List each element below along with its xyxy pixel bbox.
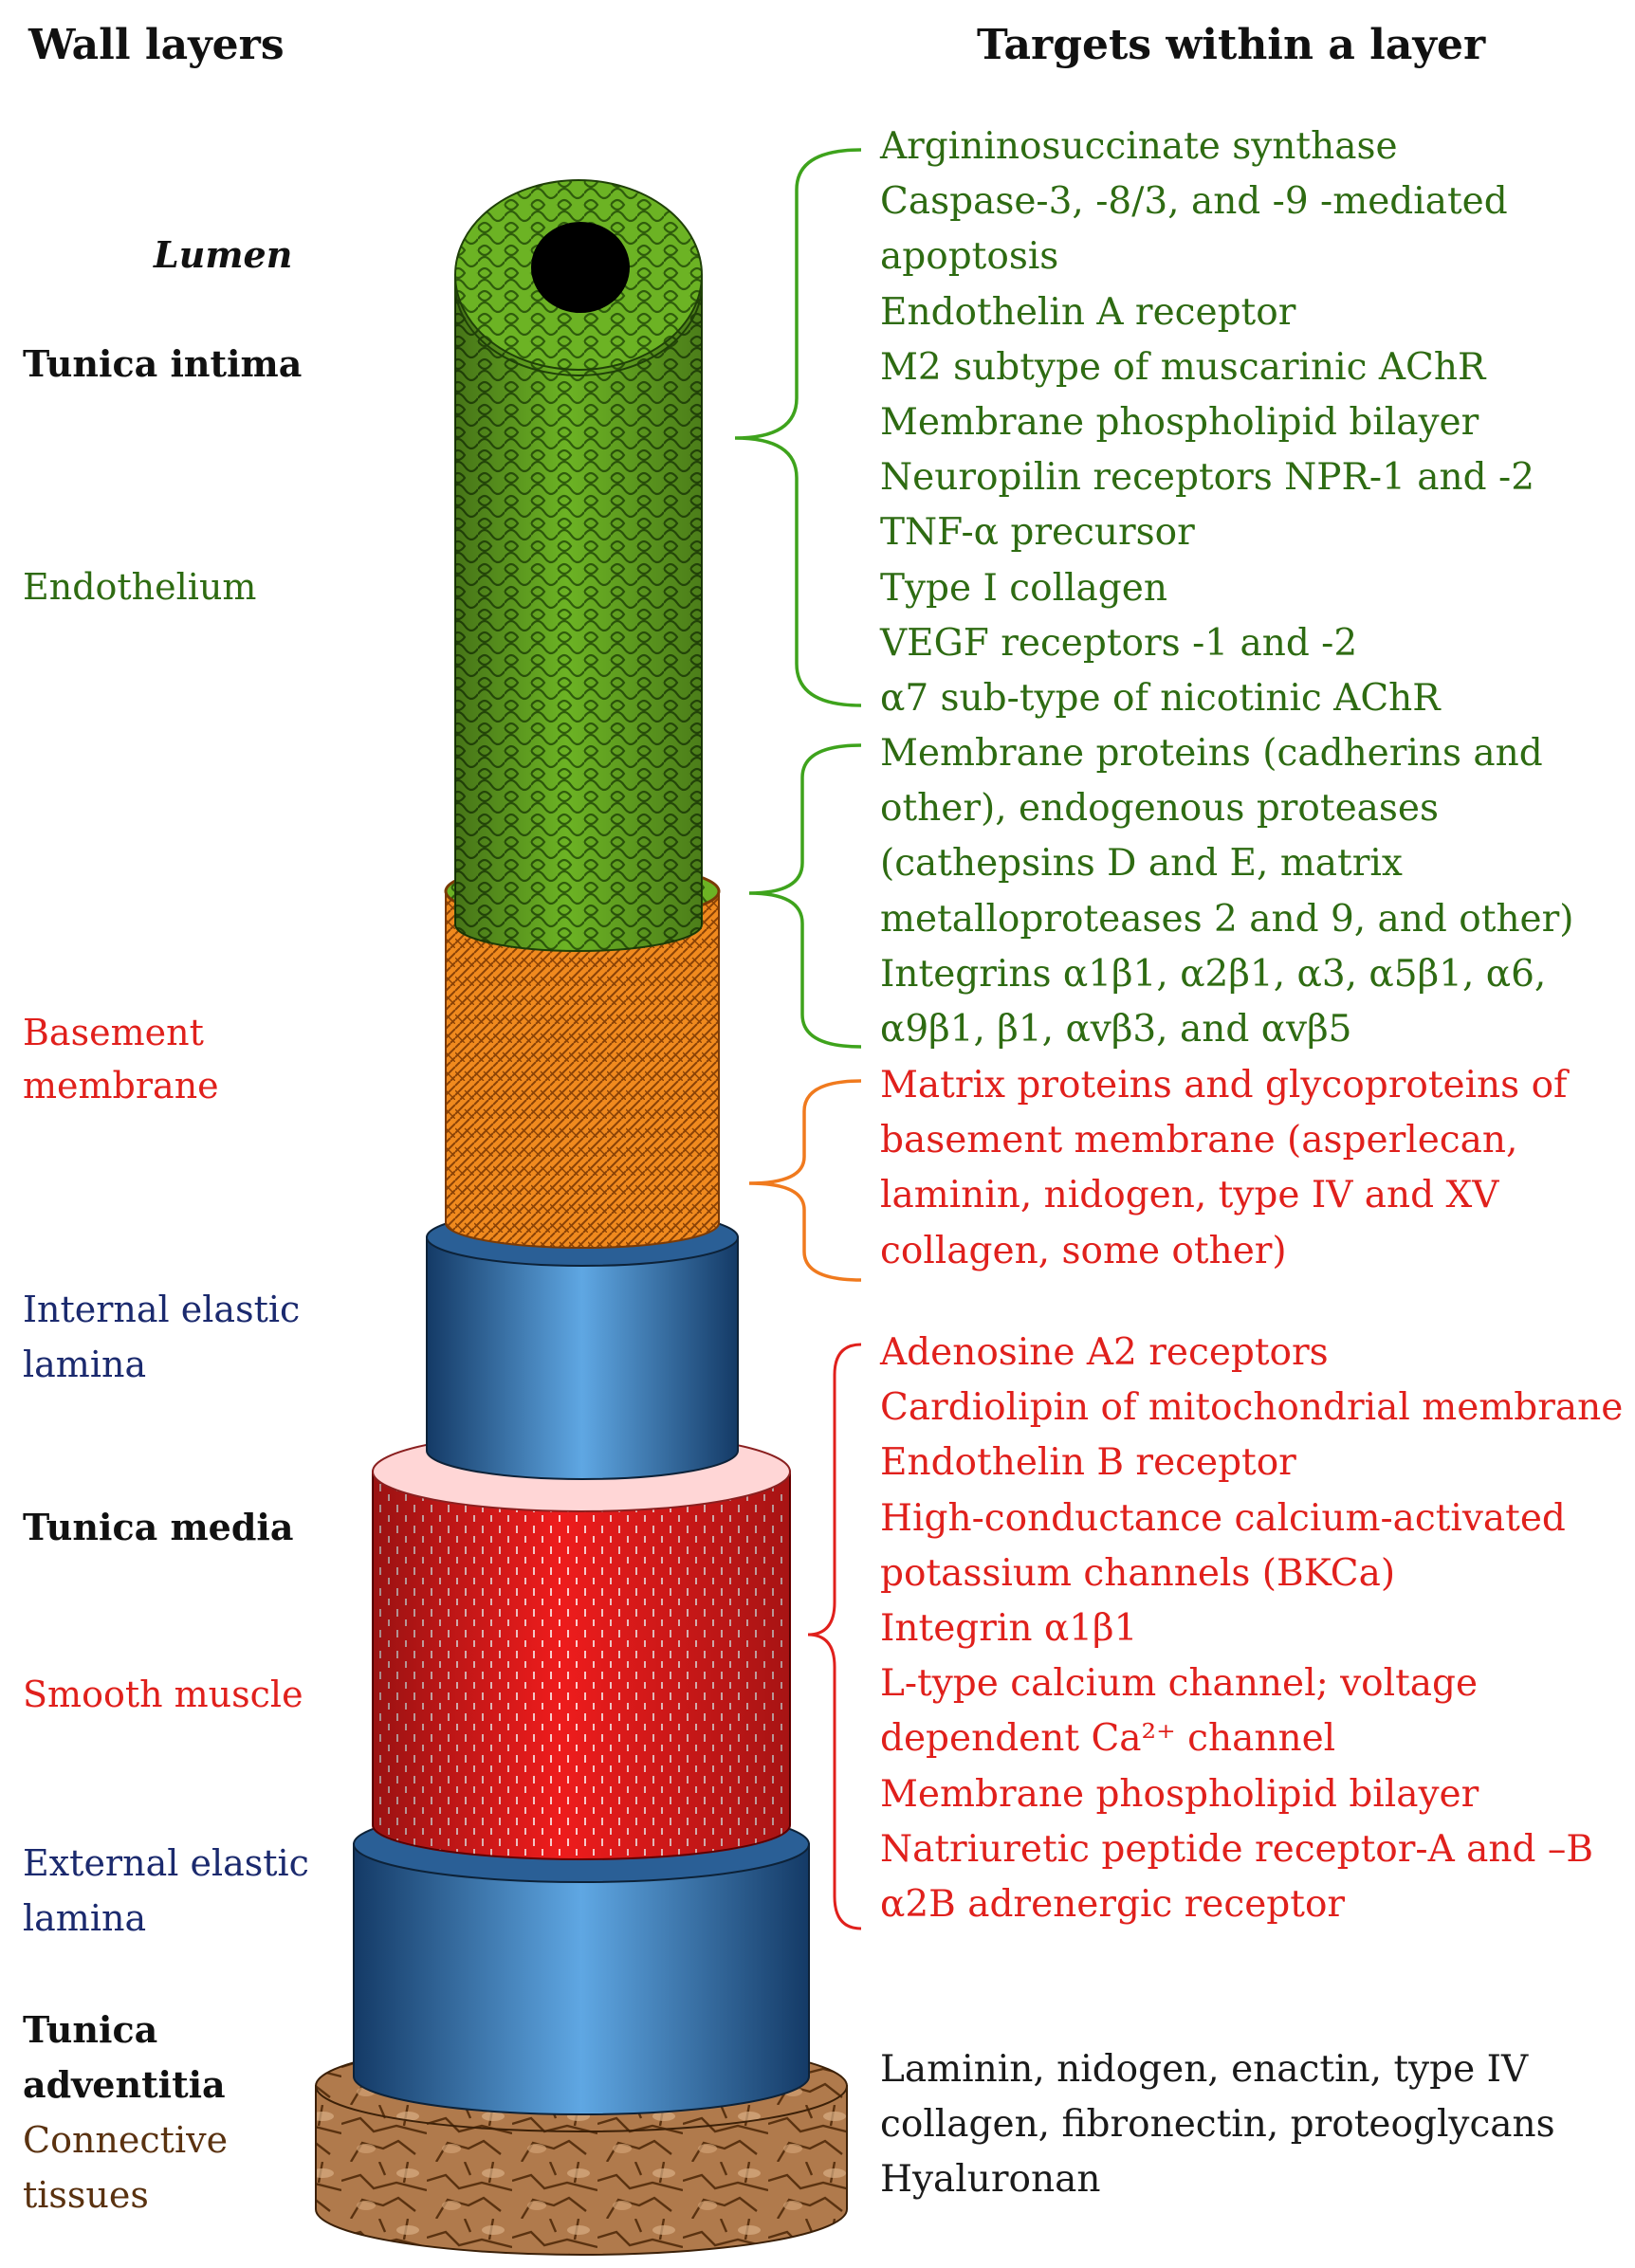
target-item: apoptosis — [880, 235, 1059, 279]
target-item: Type I collagen — [880, 566, 1167, 610]
basement-membrane-label-1: Basement — [23, 1012, 204, 1053]
external-elastic-label-2: lamina — [23, 1897, 147, 1939]
junction-targets: Membrane proteins (cadherins and other), … — [880, 726, 1574, 1057]
target-item: metalloproteases 2 and 9, and other) — [880, 897, 1574, 941]
connective-label-1: Connective — [23, 2119, 229, 2161]
junction-brace — [748, 743, 862, 1049]
external-elastic-label-1: External elastic — [23, 1842, 309, 1884]
tunica-media-label: Tunica media — [23, 1506, 294, 1548]
target-item: dependent Ca²⁺ channel — [880, 1717, 1336, 1761]
tunica-intima-label: Tunica intima — [23, 342, 303, 385]
target-item: α2B adrenergic receptor — [880, 1883, 1346, 1927]
target-item: M2 subtype of muscarinic AChR — [880, 345, 1486, 389]
target-item: VEGF receptors -1 and -2 — [880, 621, 1358, 665]
target-item: Hyaluronan — [880, 2158, 1101, 2202]
target-item: Natriuretic peptide receptor-A and –B — [880, 1827, 1594, 1871]
adventitia-targets: Laminin, nidogen, enactin, type IV collag… — [880, 2042, 1555, 2208]
wall-layers-header: Wall layers — [28, 21, 285, 69]
target-item: Membrane proteins (cadherins and — [880, 732, 1543, 775]
connective-label-2: tissues — [23, 2174, 149, 2216]
target-item: Cardiolipin of mitochondrial membrane — [880, 1386, 1624, 1430]
target-item: TNF-α precursor — [880, 511, 1195, 555]
basement-brace — [748, 1079, 862, 1282]
target-item: collagen, fibronectin, proteoglycans — [880, 2103, 1555, 2147]
basement-membrane-label-2: membrane — [23, 1065, 219, 1107]
smooth-muscle-layer — [372, 1431, 791, 1860]
basement-targets: Matrix proteins and glycoproteins of base… — [880, 1058, 1568, 1279]
target-item: collagen, some other) — [880, 1229, 1287, 1272]
endothelium-label: Endothelium — [23, 566, 257, 608]
lumen-label: Lumen — [154, 233, 293, 276]
target-item: Caspase-3, -8/3, and -9 -mediated — [880, 180, 1508, 224]
target-item: basement membrane (asperlecan, — [880, 1119, 1518, 1162]
targets-header: Targets within a layer — [977, 21, 1486, 69]
endothelium-layer — [454, 179, 703, 952]
target-item: potassium channels (BKCa) — [880, 1551, 1396, 1595]
target-item: Membrane phospholipid bilayer — [880, 1772, 1479, 1816]
lumen-opening — [531, 222, 630, 313]
media-brace — [807, 1343, 862, 1930]
target-item: Argininosuccinate synthase — [880, 125, 1398, 168]
target-item: α7 sub-type of nicotinic AChR — [880, 677, 1441, 721]
target-item: Membrane phospholipid bilayer — [880, 401, 1479, 445]
internal-elastic-label-2: lamina — [23, 1344, 147, 1385]
target-item: (cathepsins D and E, matrix — [880, 842, 1403, 886]
target-item: α9β1, β1, αvβ3, and αvβ5 — [880, 1008, 1352, 1052]
target-item: Endothelin B receptor — [880, 1441, 1296, 1485]
internal-elastic-label-1: Internal elastic — [23, 1289, 301, 1330]
target-item: Endothelin A receptor — [880, 290, 1296, 334]
endothelium-brace — [734, 148, 862, 707]
target-item: laminin, nidogen, type IV and XV — [880, 1174, 1499, 1217]
target-item: Integrins α1β1, α2β1, α3, α5β1, α6, — [880, 952, 1547, 996]
target-item: other), endogenous proteases — [880, 787, 1440, 831]
internal-elastic-layer — [426, 1208, 739, 1480]
target-item: Neuropilin receptors NPR-1 and -2 — [880, 456, 1535, 500]
target-item: Laminin, nidogen, enactin, type IV — [880, 2048, 1529, 2091]
target-item: Matrix proteins and glycoproteins of — [880, 1064, 1568, 1107]
target-item: High-conductance calcium-activated — [880, 1496, 1566, 1540]
smooth-muscle-label: Smooth muscle — [23, 1674, 303, 1715]
target-item: Integrin α1β1 — [880, 1607, 1138, 1651]
tunica-adventitia-label-1: Tunica — [23, 2008, 158, 2051]
target-item: Adenosine A2 receptors — [880, 1331, 1329, 1374]
tunica-adventitia-label-2: adventitia — [23, 2063, 226, 2106]
target-item: L-type calcium channel; voltage — [880, 1662, 1479, 1706]
